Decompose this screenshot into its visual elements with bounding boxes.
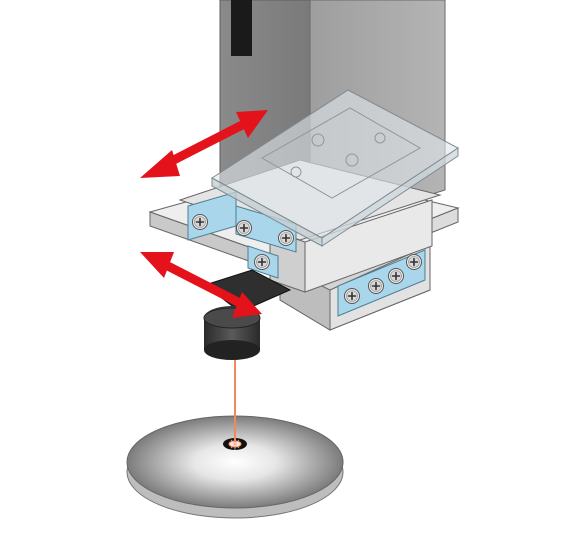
target-disk-icon bbox=[126, 415, 344, 519]
glass-plate bbox=[211, 89, 459, 247]
upper-double-arrow bbox=[140, 110, 268, 178]
column-window bbox=[231, 0, 252, 56]
double-arrow-icon bbox=[140, 110, 268, 318]
lower-double-arrow bbox=[140, 252, 262, 318]
